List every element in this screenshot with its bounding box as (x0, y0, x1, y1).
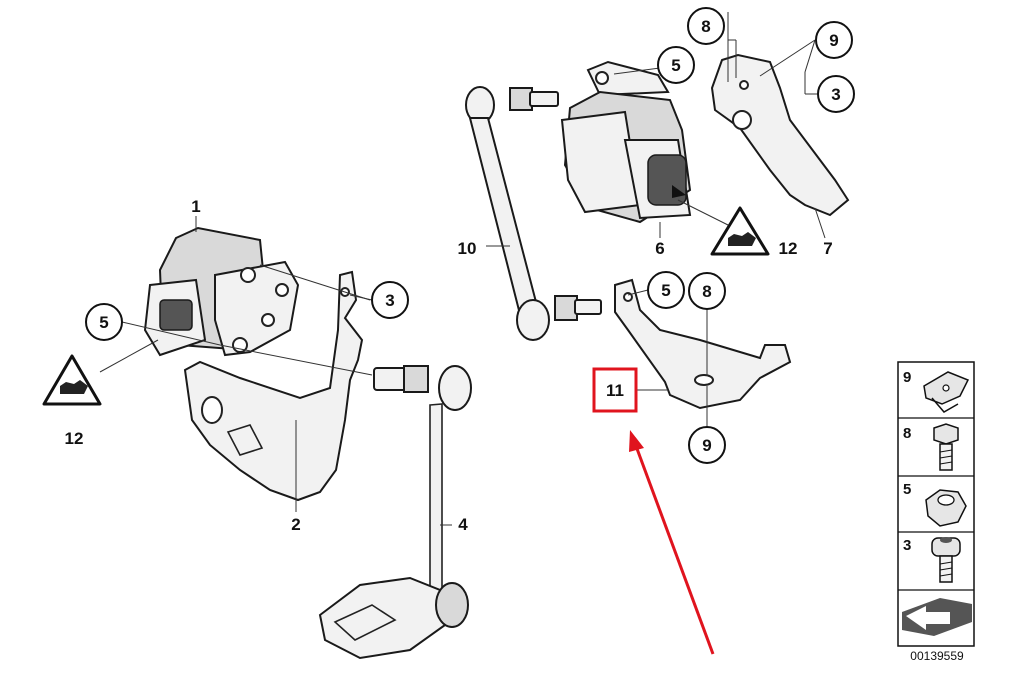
callout-3-left: 3 (385, 291, 394, 310)
callout-10: 10 (458, 239, 477, 258)
red-arrow-icon (629, 430, 715, 655)
callout-12-right: 12 (779, 239, 798, 258)
bubble-3-left: 3 (371, 281, 409, 319)
callout-5-top: 5 (671, 56, 680, 75)
link-rod-10-drawing (465, 86, 602, 341)
catalog-number: 00139559 (910, 649, 964, 663)
callout-8-top: 8 (701, 17, 710, 36)
direction-arrow-icon (902, 598, 972, 636)
callout-5-mid: 5 (661, 281, 670, 300)
warning-triangle-icon (42, 354, 102, 406)
linkage-4-drawing (318, 365, 472, 660)
legend-num-5: 5 (903, 481, 911, 498)
legend-num-9: 9 (903, 369, 911, 386)
callout-7: 7 (823, 239, 832, 258)
bubble-5-mid: 5 (647, 271, 685, 309)
bracket-7-drawing (710, 53, 850, 217)
callout-9-top: 9 (829, 31, 838, 50)
hex-bolt-icon (933, 423, 959, 471)
leader-lines-left (99, 216, 452, 526)
callout-12-left: 12 (65, 429, 84, 448)
bubble-5-left: 5 (85, 303, 123, 341)
callout-9-mid: 9 (702, 436, 711, 455)
legend-num-3: 3 (903, 537, 911, 554)
callout-4: 4 (458, 515, 468, 534)
hex-nut-icon (925, 489, 967, 527)
bubble-3-top: 3 (817, 75, 855, 113)
callout-6: 6 (655, 239, 664, 258)
legend-panel: 9 8 5 3 (897, 361, 975, 647)
clip-nut-icon (923, 371, 970, 413)
callout-1: 1 (191, 197, 200, 216)
bracket-2-drawing (183, 270, 364, 502)
callout-8-mid: 8 (702, 282, 711, 301)
callout-5-left: 5 (99, 313, 108, 332)
bracket-11-drawing (614, 278, 792, 410)
bubble-9-mid: 9 (688, 426, 726, 464)
bubble-8-top: 8 (687, 7, 725, 45)
sensor-1-drawing (143, 226, 300, 357)
highlight-box-11: 11 (592, 367, 638, 413)
bubble-5-top: 5 (657, 46, 695, 84)
callout-11: 11 (606, 381, 624, 400)
callout-3-top: 3 (831, 85, 840, 104)
bubble-9-top: 9 (815, 21, 853, 59)
legend-num-8: 8 (903, 425, 911, 442)
sensor-6-drawing (560, 60, 692, 224)
bubble-8-mid: 8 (688, 272, 726, 310)
warning-triangle-icon (710, 206, 770, 256)
callout-2: 2 (291, 515, 300, 534)
socket-screw-icon (931, 537, 961, 583)
